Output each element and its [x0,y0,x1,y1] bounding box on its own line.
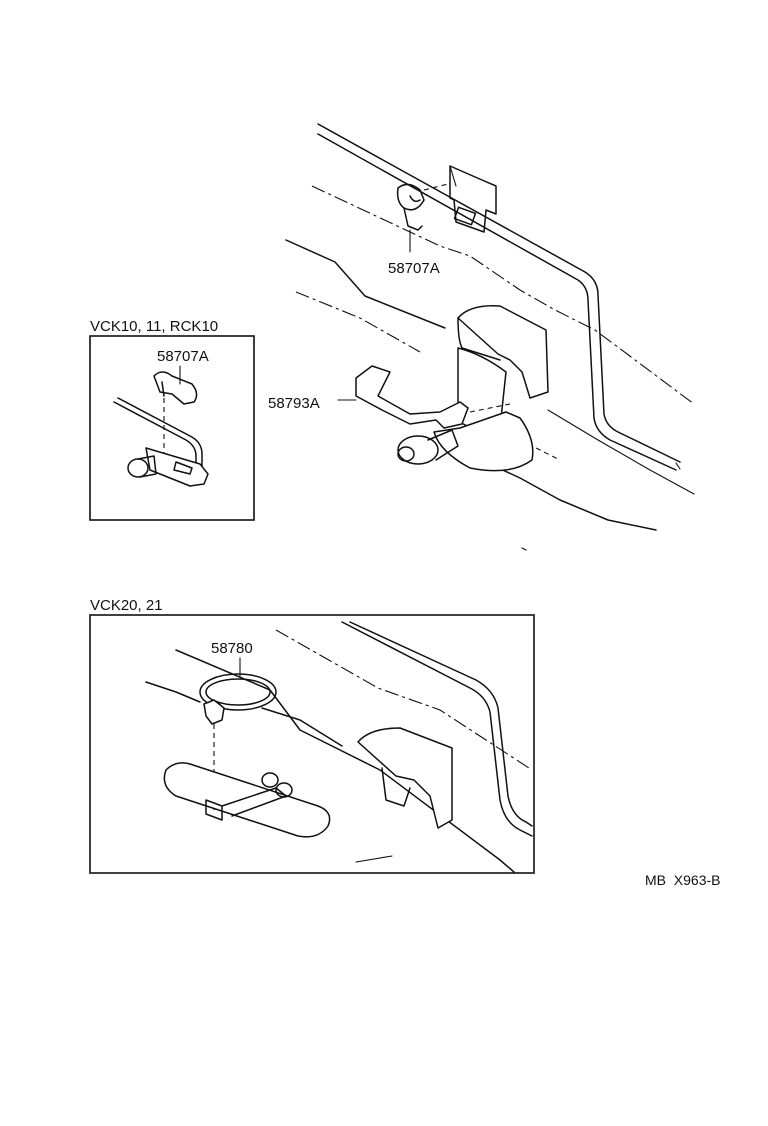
upper-bracket [449,165,497,233]
inset1-drawing [113,365,209,487]
inset1-frame [89,335,255,521]
label-58780: 58780 [211,640,253,657]
bracket-58793A [337,365,511,429]
inset2-frame [89,614,535,874]
lamp-housing [397,305,549,472]
diagram-code: MB X963-B [645,872,720,888]
label-58707A-main: 58707A [388,260,440,277]
main-assembly [285,123,695,551]
inset1-title: VCK10, 11, RCK10 [90,318,218,335]
inset2-title: VCK20, 21 [90,597,163,614]
clip-58707A-main [396,183,449,253]
label-58707A-inset: 58707A [157,348,209,365]
inset2-drawing [145,621,533,873]
label-58793A: 58793A [268,395,320,412]
